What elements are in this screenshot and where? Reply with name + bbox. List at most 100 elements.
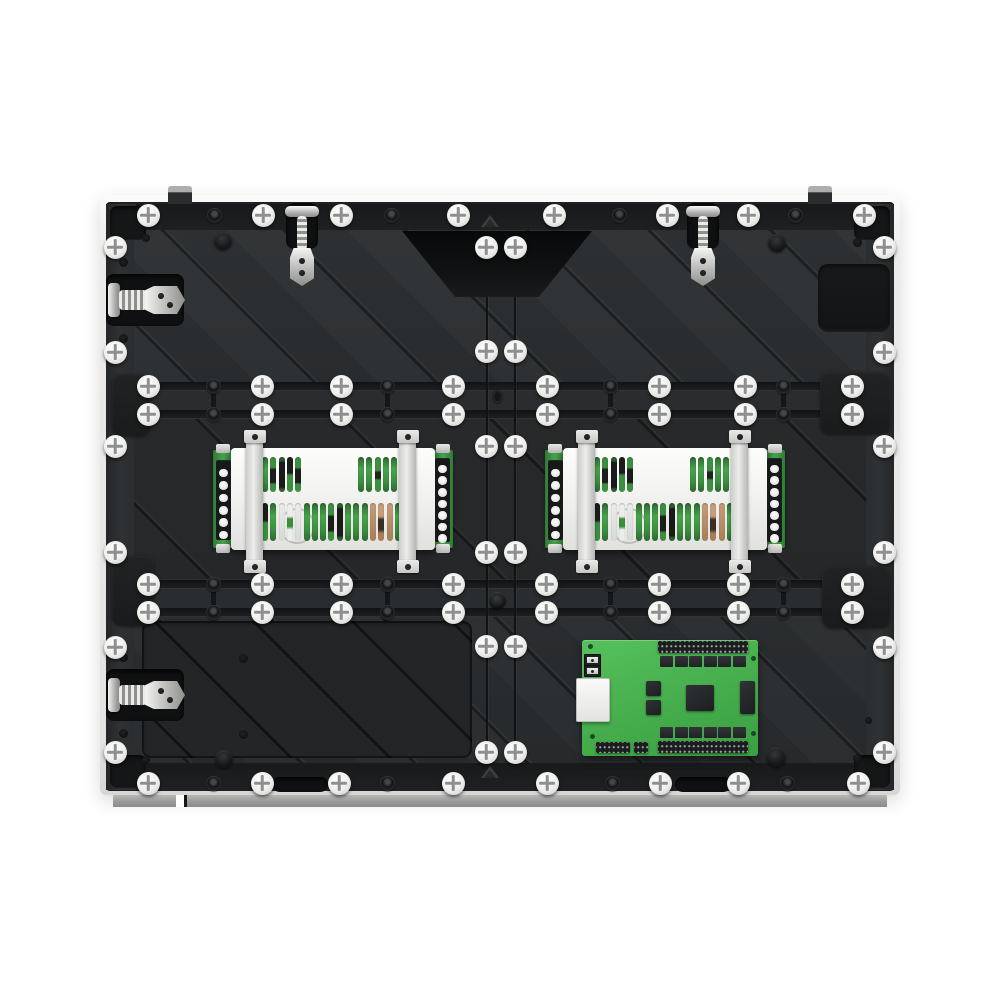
side-latch-shaft: [119, 290, 147, 310]
phillips-screw: [474, 339, 498, 363]
vent-slot: [714, 457, 721, 492]
flat-connector: [674, 656, 688, 667]
phillips-screw: [503, 634, 527, 658]
latch-fork-hole: [158, 688, 164, 694]
flat-connector: [689, 656, 703, 667]
vent-slot: [610, 503, 617, 541]
right-side-recess: [818, 264, 890, 332]
vent-slot: [391, 457, 398, 492]
phillips-screw: [250, 572, 274, 596]
vent-slot: [378, 503, 385, 541]
screw-hole-dot: [118, 257, 128, 267]
rivet-ring: [379, 775, 395, 791]
side-latch-fork: [145, 681, 185, 709]
screw-hole-dot: [864, 716, 872, 724]
flat-connector: [660, 727, 674, 738]
phillips-screw: [535, 402, 559, 426]
flat-connector: [718, 727, 732, 738]
flat-connector: [674, 727, 688, 738]
bracket-screw-hole: [736, 433, 743, 440]
rivet-ring: [602, 378, 618, 394]
rail-stub-upper-2: [385, 388, 390, 413]
top-inner-strip: [110, 204, 890, 231]
terminal-screw: [770, 488, 779, 497]
phillips-screw: [733, 374, 757, 398]
phillips-screw: [647, 572, 671, 596]
pcb-screw-hole: [750, 730, 756, 736]
rivet-ring: [602, 604, 618, 620]
vent-slot: [668, 503, 675, 541]
rivet-ring: [205, 378, 221, 394]
phillips-screw: [136, 771, 160, 795]
terminal-screw: [219, 468, 228, 478]
psu-mount-bracket: [399, 432, 416, 569]
top-mount-tab-left: [168, 186, 192, 204]
terminal-clip: [548, 544, 562, 553]
rivet-ring: [379, 378, 395, 394]
phillips-screw: [474, 740, 498, 764]
phillips-screw: [474, 434, 498, 458]
rivet-ring: [379, 576, 395, 592]
vent-slot: [374, 457, 381, 492]
phillips-screw: [872, 635, 896, 659]
vent-slot: [286, 503, 293, 541]
pin-header-bottom: [658, 741, 748, 753]
rivet-ring: [602, 576, 618, 592]
phillips-screw: [251, 203, 275, 227]
phillips-screw: [872, 235, 896, 259]
terminal-screw: [438, 476, 447, 485]
pcb-screw-hole: [589, 733, 595, 739]
latch-fork-hole: [700, 258, 706, 264]
phillips-screw: [726, 572, 750, 596]
phillips-screw: [103, 434, 127, 458]
phillips-screw: [474, 235, 498, 259]
vent-slot: [311, 503, 318, 541]
phillips-screw: [840, 374, 864, 398]
top-latch-shaft: [297, 216, 307, 250]
terminal-screw: [770, 522, 779, 532]
vent-slot: [594, 503, 600, 541]
bracket-screw-hole: [583, 563, 590, 570]
power-connector: [584, 665, 601, 677]
phillips-screw: [474, 540, 498, 564]
phillips-screw: [726, 600, 750, 624]
bottom-bar-gap: [176, 795, 184, 807]
phillips-screw: [136, 402, 160, 426]
rail-upper-2: [140, 410, 858, 418]
phillips-screw: [474, 634, 498, 658]
phillips-screw: [872, 434, 896, 458]
power-connector-face: [587, 657, 598, 663]
terminal-screw: [438, 522, 447, 532]
small-pin-header: [596, 742, 630, 753]
phillips-screw: [329, 600, 353, 624]
phillips-screw: [250, 600, 274, 624]
bracket-screw-hole: [404, 433, 411, 440]
rail-stub-mid-4: [781, 586, 786, 611]
vent-slot: [353, 503, 360, 541]
screw-hole-dot: [238, 729, 248, 739]
terminal-clip: [436, 444, 450, 453]
latch-fork-hole: [299, 258, 305, 264]
vent-slot: [386, 503, 393, 541]
ic-chip: [686, 685, 714, 711]
vent-slot: [718, 503, 725, 541]
terminal-screw: [770, 499, 779, 509]
vent-slot: [345, 503, 351, 541]
vent-slot: [303, 503, 310, 541]
bracket-screw-hole: [251, 433, 258, 440]
phillips-screw: [503, 235, 527, 259]
terminal-screw: [438, 511, 447, 520]
small-pin-header: [634, 742, 648, 753]
white-socket: [576, 678, 610, 722]
lower-left-recessed-panel: [142, 621, 472, 758]
terminal-screw: [770, 476, 779, 485]
rivet-ring: [775, 576, 791, 592]
flat-connector: [732, 656, 746, 667]
rail-stub-upper-4: [781, 388, 786, 413]
rail-mid-1: [140, 580, 858, 588]
rivet-ring: [602, 406, 618, 422]
phillips-screw: [103, 340, 127, 364]
phillips-screw: [103, 235, 127, 259]
flat-connector: [718, 656, 732, 667]
rail-stub-mid-1: [211, 586, 216, 611]
